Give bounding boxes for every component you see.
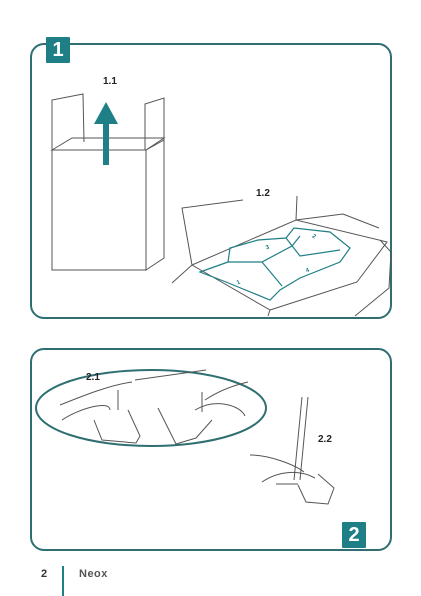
stand-illustration [249,396,335,505]
step-1-1-label: 1.1 [103,76,117,87]
open-box-illustration [50,93,166,271]
detail-ellipse [35,369,267,447]
up-arrow-icon [94,102,118,165]
step-2-1-label: 2.1 [86,372,100,383]
step-1-2-label: 1.2 [256,188,270,199]
step-1-badge: 1 [46,37,70,63]
step-2-badge: 2 [342,522,366,548]
footer-divider [62,566,64,596]
step-2-2-label: 2.2 [318,434,332,445]
tray-outline [198,227,351,301]
step-1-panel [30,43,392,319]
step-2-panel [30,348,392,551]
page-number: 2 [41,568,48,580]
box-tray-illustration [171,195,392,317]
brand-name: Neox [79,568,108,580]
